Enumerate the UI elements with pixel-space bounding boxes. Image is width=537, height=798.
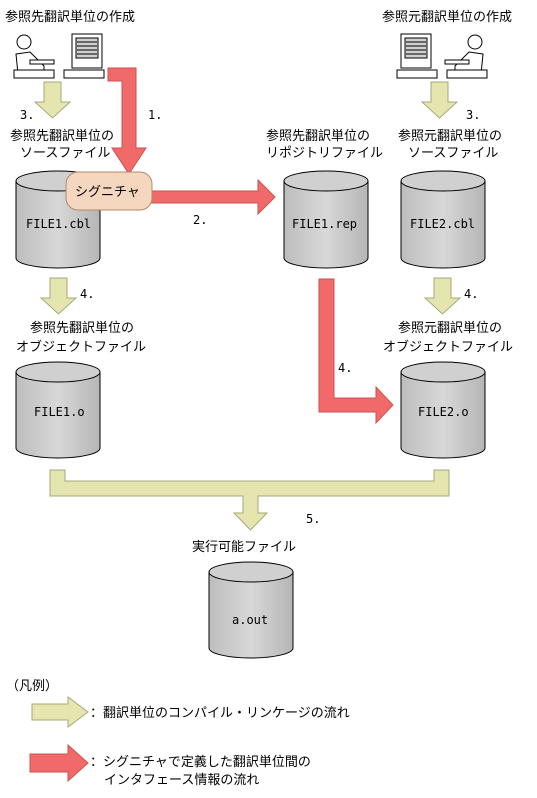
title-left: 参照先翻訳単位の作成 (5, 9, 135, 25)
step-2: 2. (193, 213, 207, 227)
person-at-computer-icon (13, 33, 105, 79)
interface-arrow-2 (144, 178, 276, 216)
file1-o-label: FILE1.o (34, 405, 85, 419)
step-4-right: 4. (464, 287, 478, 301)
right-source-label-line2: ソースファイル (408, 146, 498, 161)
file2-cbl-cylinder: FILE2.cbl (400, 170, 486, 269)
compile-arrow-3-right (420, 81, 459, 119)
person-at-computer-icon (396, 33, 488, 79)
compile-arrow-4-left (39, 277, 78, 315)
step-3-left: 3. (20, 108, 34, 122)
legend-interface-arrow-icon (29, 743, 89, 783)
file2-o-cylinder: FILE2.o (400, 361, 486, 459)
file1-rep-cylinder: FILE1.rep (283, 170, 369, 269)
compile-arrow-3-left (33, 81, 72, 119)
legend-compile-text: ：翻訳単位のコンパイル・リンケージの流れ (90, 705, 350, 721)
right-object-label-line2: オブジェクトファイル (383, 339, 513, 355)
left-source-label-line2: ソースファイル (20, 146, 110, 161)
repo-label-line2: リポジトリファイル (266, 146, 383, 161)
legend-interface-text-line2: インタフェース情報の流れ (104, 773, 259, 788)
legend-interface-text-line1: ：シグニチャで定義した翻訳単位間の (90, 754, 311, 770)
file1-cbl-label: FILE1.cbl (26, 217, 91, 231)
step-4-mid: 4. (338, 361, 352, 375)
a-out-label: a.out (232, 613, 268, 627)
step-5: 5. (306, 512, 320, 526)
left-object-label-line1: 参照先翻訳単位の (30, 320, 134, 336)
file1-rep-label: FILE1.rep (292, 217, 357, 231)
right-object-label-line1: 参照元翻訳単位の (398, 320, 502, 336)
title-right: 参照元翻訳単位の作成 (382, 9, 512, 25)
file2-o-label: FILE2.o (418, 405, 469, 419)
interface-arrow-4 (318, 278, 394, 425)
interface-arrow-1 (107, 67, 147, 175)
left-source-label-line1: 参照先翻訳単位の (10, 128, 114, 144)
left-object-label-line2: オブジェクトファイル (16, 339, 146, 355)
step-3-right: 3. (466, 108, 480, 122)
signature-badge: シグニチャ (65, 171, 153, 211)
a-out-cylinder: a.out (208, 561, 294, 659)
file2-cbl-label: FILE2.cbl (410, 217, 475, 231)
compile-arrow-5 (49, 469, 450, 531)
right-source-label-line1: 参照元翻訳単位の (398, 128, 502, 144)
legend-compile-arrow-icon (31, 696, 89, 728)
repo-label-line1: 参照先翻訳単位の (266, 128, 370, 144)
file1-o-cylinder: FILE1.o (15, 361, 101, 459)
step-4-left: 4. (80, 287, 94, 301)
legend-title: （凡例） (6, 679, 58, 694)
executable-label: 実行可能ファイル (192, 539, 296, 555)
signature-label: シグニチャ (75, 185, 140, 200)
step-1: 1. (148, 108, 162, 122)
compile-arrow-4-right (423, 277, 462, 315)
